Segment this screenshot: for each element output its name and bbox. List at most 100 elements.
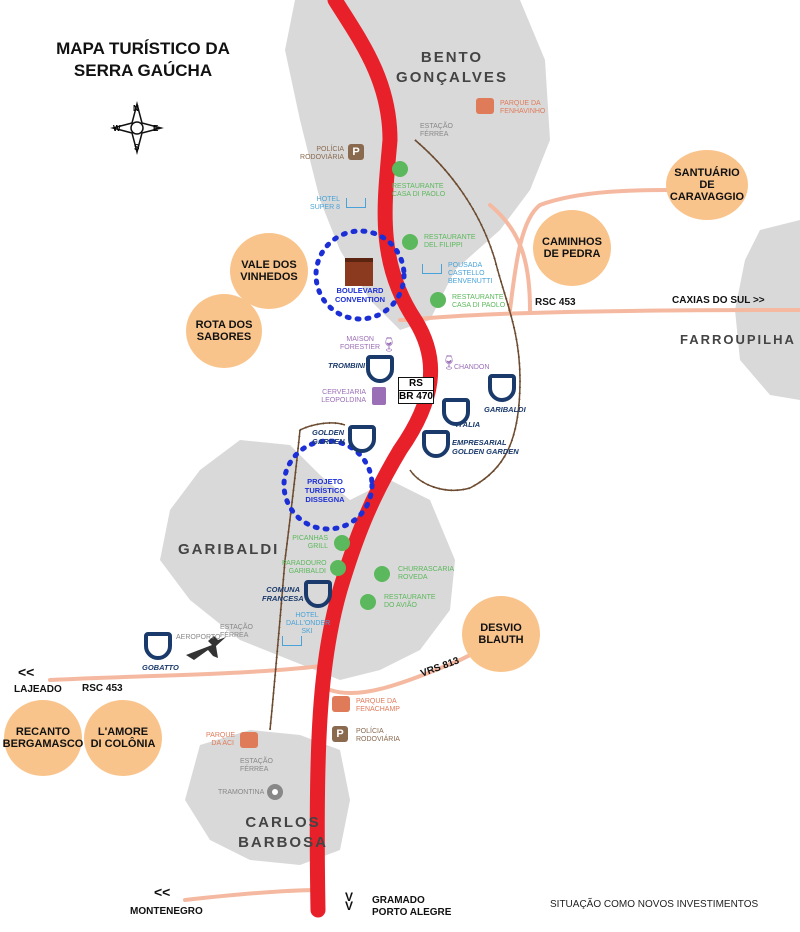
- bed-icon: [282, 636, 302, 646]
- projeto-l2: TURÍSTICO: [304, 486, 346, 495]
- estacao-carlos-l1: ESTAÇÃO: [240, 758, 273, 765]
- casa-paolo2-l1: RESTAURANTE: [452, 294, 504, 301]
- hotel-trombini-icon: [366, 355, 394, 383]
- filippi-l1: RESTAURANTE: [424, 234, 476, 241]
- highway-shield: RS BR 470: [398, 377, 434, 404]
- hotel-gobatto-icon: [144, 632, 172, 660]
- maison-l1: MAISON: [346, 336, 374, 343]
- parking-icon: P: [332, 726, 348, 742]
- convention-building-icon: [345, 258, 373, 286]
- desvio-l2: BLAUTH: [478, 634, 524, 646]
- park-icon: [476, 98, 494, 114]
- fenachamp-l2: FENACHAMP: [356, 706, 400, 713]
- hotel-garibaldi[interactable]: GARIBALDI: [484, 405, 526, 414]
- poi-chandon[interactable]: 🍷︎ CHANDON: [440, 355, 490, 372]
- wine-glass-icon: 🍷︎: [440, 354, 458, 370]
- compass-e: E: [153, 124, 159, 133]
- casa-paolo1-l2: CASA DI PAOLO: [392, 191, 446, 198]
- shield-bottom: BR 470: [399, 390, 433, 402]
- hotel-golden-icon: [348, 425, 376, 453]
- paradouro-l2: GARIBALDI: [288, 568, 326, 575]
- hotel-italia[interactable]: ITÁLIA: [456, 420, 481, 429]
- montenegro-arrow: <<: [154, 884, 171, 900]
- chandon-label: CHANDON: [454, 364, 490, 371]
- bento-area: [285, 0, 550, 330]
- railway-line: [269, 139, 521, 731]
- policia-bento-l2: RODOVIÁRIA: [300, 154, 344, 161]
- hotel-garibaldi-icon: [488, 374, 516, 402]
- recanto-l1: RECANTO: [15, 726, 71, 738]
- super8-l2: SUPER 8: [310, 204, 340, 211]
- recanto-l2: BERGAMASCO: [2, 738, 84, 750]
- restaurant-icon: [334, 535, 350, 551]
- gear-icon: [267, 784, 283, 800]
- wine-glass-icon: 🍷︎: [380, 336, 398, 352]
- hotel-trombini[interactable]: TROMBINI: [328, 361, 366, 370]
- super8-l1: HOTEL: [316, 196, 340, 203]
- hotel-gobatto[interactable]: GOBATTO: [142, 663, 179, 672]
- churrascaria-l2: ROVEDA: [398, 574, 428, 581]
- golden-l1: GOLDEN: [312, 428, 345, 437]
- city-bento: BENTO GONÇALVES: [392, 48, 512, 88]
- poi-aeroporto[interactable]: AEROPORTO: [176, 634, 221, 641]
- road-rsc453-east: RSC 453: [535, 297, 576, 308]
- casa-paolo2-l2: CASA DI PAOLO: [452, 302, 506, 309]
- city-bento-line2: GONÇALVES: [396, 69, 508, 86]
- fenachamp-l1: PARQUE DA: [356, 698, 397, 705]
- filippi-l2: DEL FILIPPI: [424, 242, 463, 249]
- estacao-bento-l1: ESTAÇÃO: [420, 123, 453, 130]
- caminhos-l1: CAMINHOS: [542, 236, 602, 248]
- poi-tramontina[interactable]: TRAMONTINA: [218, 789, 265, 796]
- policia-gar-l1: POLÍCIA: [356, 728, 384, 735]
- rsc453-west: [48, 663, 332, 682]
- estacao-gar-l2: FÉRREA: [220, 632, 249, 639]
- castello-l2: CASTELLO: [448, 270, 485, 277]
- carlos-area: [185, 730, 350, 865]
- montenegro-road: [183, 888, 322, 902]
- fenhavinho-l1: PARQUE DA: [500, 100, 541, 107]
- restaurant-icon: [392, 161, 408, 177]
- policia-gar-l2: RODOVIÁRIA: [356, 736, 400, 743]
- projeto-l1: PROJETO: [307, 477, 343, 486]
- comuna-l1: COMUNA: [266, 585, 300, 594]
- desvio-l1: DESVIO: [480, 622, 522, 634]
- road-portoalegre: PORTO ALEGRE: [372, 907, 452, 918]
- dallonder-l1: HOTEL: [295, 612, 319, 619]
- compass-s: S: [134, 143, 140, 152]
- lamore-l1: L'AMORE: [97, 726, 149, 738]
